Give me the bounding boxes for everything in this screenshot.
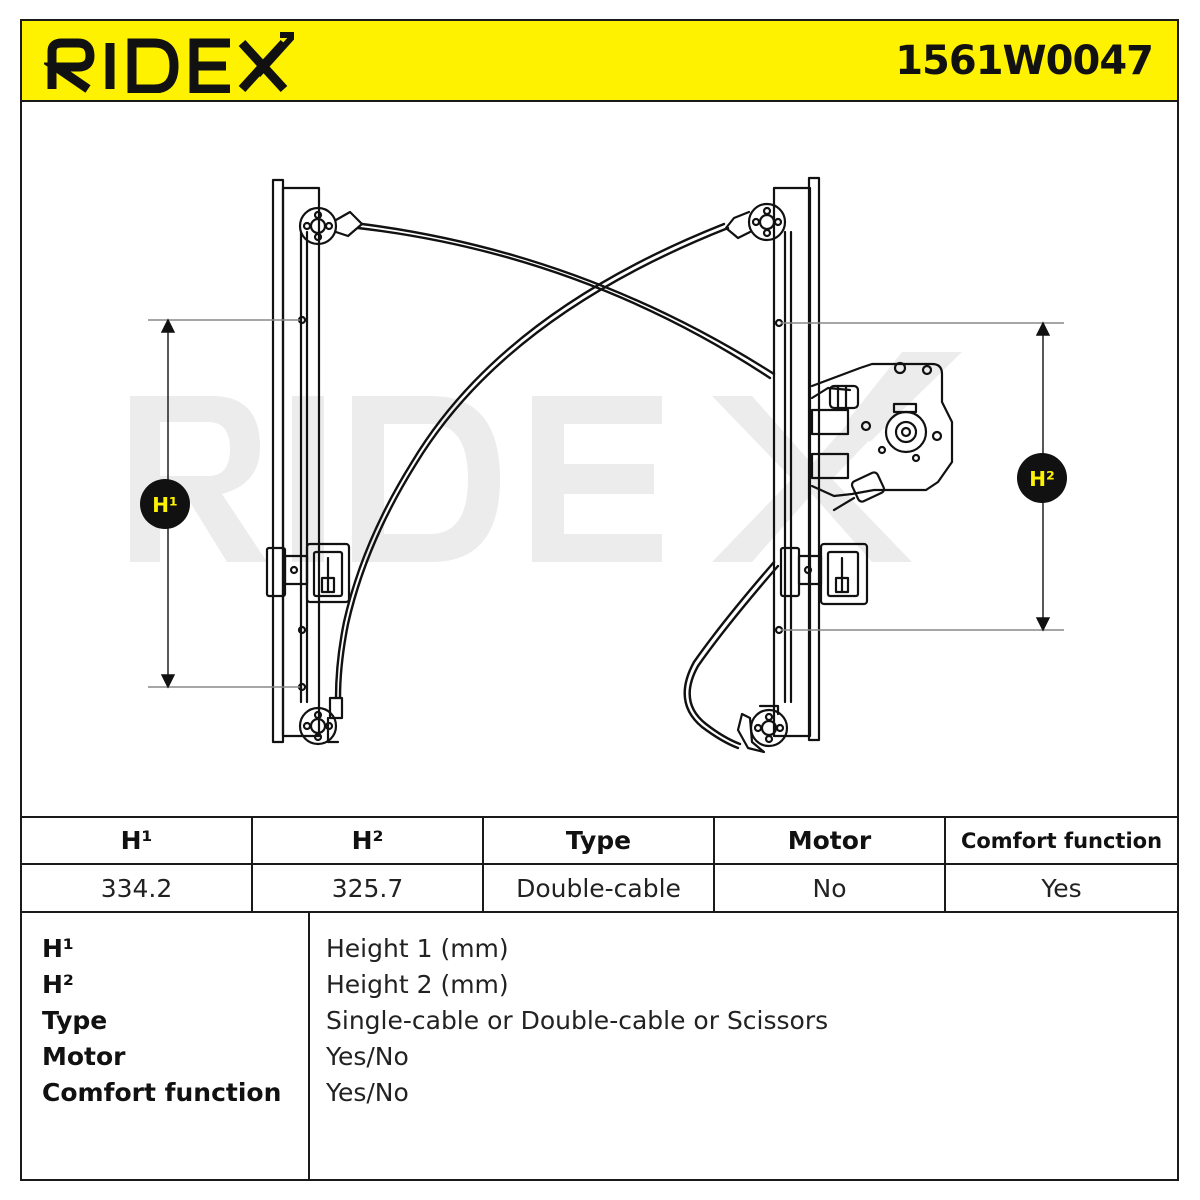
right-rail <box>772 176 821 742</box>
legend-value: Height 2 (mm) <box>326 970 509 999</box>
watermark-logo <box>130 352 962 562</box>
legend-value: Yes/No <box>326 1078 409 1107</box>
pulley-bottom-right <box>736 704 789 754</box>
legend-key: H² <box>42 970 74 999</box>
left-rail <box>271 178 321 744</box>
slider-left <box>265 542 351 604</box>
ridex-logo <box>44 32 294 93</box>
drum-housing <box>810 361 954 512</box>
legend-value: Single-cable or Double-cable or Scissors <box>326 1006 829 1035</box>
legend-keys: H¹ H² Type Motor Comfort function <box>42 931 281 1111</box>
pulley-top-left <box>298 206 364 246</box>
badge-h2-label: H² <box>1029 467 1055 491</box>
header-comfort-function: Comfort function <box>946 818 1177 865</box>
product-sheet: 1561W0047 <box>20 19 1179 1181</box>
legend-value: Yes/No <box>326 1042 409 1071</box>
badge-h1: H¹ <box>140 479 190 529</box>
value-comfort-function: Yes <box>1041 873 1082 903</box>
pulley-bottom-left <box>298 696 344 746</box>
value-h1: 334.2 <box>22 865 253 911</box>
legend-key: H¹ <box>42 934 74 963</box>
value-type: Double-cable <box>484 865 715 911</box>
slider-right <box>779 542 869 606</box>
diagram-canvas: H¹ H² <box>130 176 1067 754</box>
cables <box>334 222 780 750</box>
pulley-top-right <box>724 202 787 242</box>
legend-value: Height 1 (mm) <box>326 934 509 963</box>
legend-values: Height 1 (mm) Height 2 (mm) Single-cable… <box>326 931 828 1111</box>
header-type: Type <box>484 818 715 865</box>
header-h2: H² <box>253 818 484 865</box>
legend-key: Type <box>42 1006 108 1035</box>
header-motor: Motor <box>715 818 946 865</box>
legend-key: Motor <box>42 1042 126 1071</box>
legend-divider <box>308 913 310 1181</box>
regulator-diagram: H¹ H² <box>22 102 1177 816</box>
spec-table: H¹ H² Type Motor Comfort function 334.2 … <box>22 816 1177 913</box>
badge-h2: H² <box>1017 453 1067 503</box>
header-h1: H¹ <box>22 818 253 865</box>
header-bar: 1561W0047 <box>22 21 1177 102</box>
legend-key: Comfort function <box>42 1078 282 1107</box>
part-number: 1561W0047 <box>895 38 1154 84</box>
legend: H¹ H² Type Motor Comfort function Height… <box>22 913 1177 1181</box>
value-motor: No <box>715 865 946 911</box>
value-h2: 325.7 <box>253 865 484 911</box>
badge-h1-label: H¹ <box>152 493 178 517</box>
